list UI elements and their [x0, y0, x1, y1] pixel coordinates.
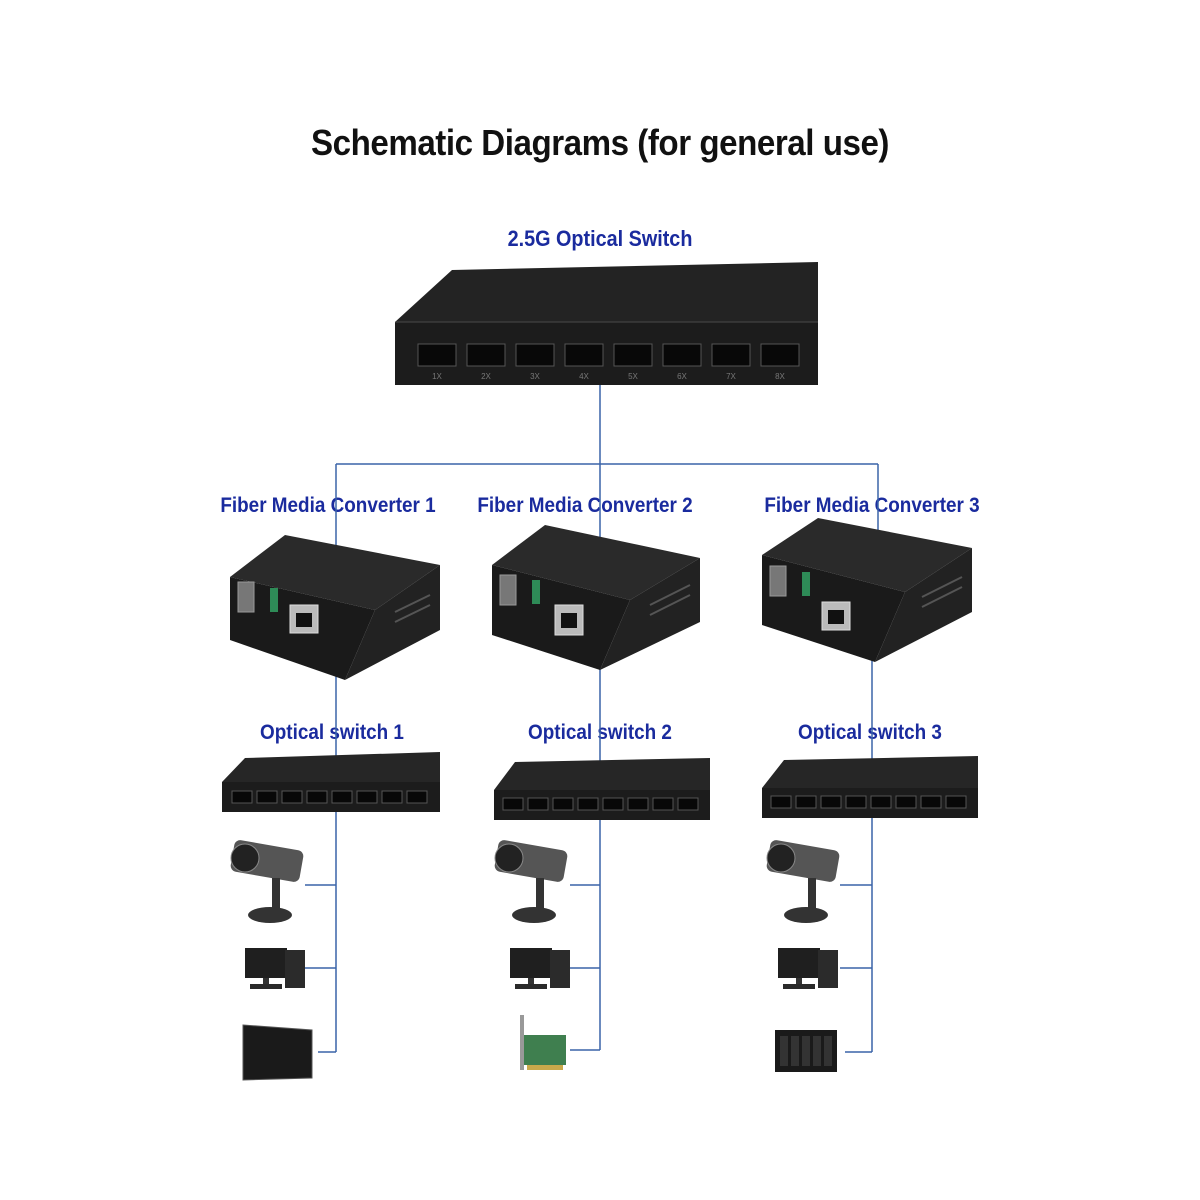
media-converter-3	[762, 518, 972, 662]
desktop-computer-icon	[245, 948, 305, 989]
page-title: Schematic Diagrams (for general use)	[311, 122, 889, 163]
converter-label-2: Fiber Media Converter 2	[477, 494, 693, 517]
optical-switch-3	[762, 756, 978, 818]
port-label: 2X	[481, 372, 491, 381]
media-converter-1	[230, 535, 440, 680]
port-label: 7X	[726, 372, 736, 381]
cctv-camera-icon	[494, 840, 568, 923]
port-label: 6X	[677, 372, 687, 381]
converter-label-3: Fiber Media Converter 3	[764, 494, 980, 517]
main-switch-label: 2.5G Optical Switch	[507, 226, 693, 251]
port-label: 8X	[775, 372, 785, 381]
connection-lines	[305, 385, 879, 1053]
desktop-computer-icon	[510, 948, 570, 989]
cctv-camera-icon	[766, 840, 840, 923]
converter-label-1: Fiber Media Converter 1	[220, 494, 436, 517]
nas-storage-icon	[775, 1030, 837, 1072]
optical-switch-1	[222, 752, 440, 812]
media-converter-2	[492, 525, 700, 670]
cctv-camera-icon	[230, 840, 304, 923]
desktop-computer-icon	[778, 948, 838, 989]
port-label: 3X	[530, 372, 540, 381]
switch-label-3: Optical switch 3	[798, 721, 942, 744]
port-label: 1X	[432, 372, 442, 381]
main-switch-ports	[417, 343, 800, 367]
monitor-tv-icon	[242, 1024, 313, 1081]
switch-label-1: Optical switch 1	[260, 721, 404, 744]
network-card-icon	[520, 1015, 566, 1070]
port-label: 4X	[579, 372, 589, 381]
port-label: 5X	[628, 372, 638, 381]
main-switch-device: 1X 2X 3X 4X 5X 6X 7X 8X	[395, 262, 818, 385]
optical-switch-2	[494, 758, 710, 820]
